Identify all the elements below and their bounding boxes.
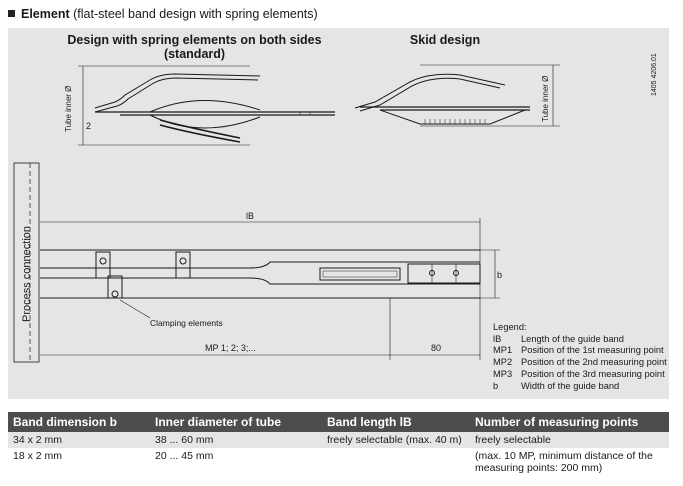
title-skid-design: Skid design: [409, 33, 481, 47]
title-spring-design: Design with spring elements on both side…: [67, 33, 322, 61]
table-row: 34 x 2 mm 38 ... 60 mm freely selectable…: [8, 432, 669, 448]
specification-table: Band dimension b Inner diameter of tube …: [8, 412, 669, 476]
length-lb-label: lB: [246, 211, 255, 221]
tube-inner-label-right: Tube inner Ø: [541, 75, 550, 122]
table-row: 18 x 2 mm 20 ... 45 mm (max. 10 MP, mini…: [8, 448, 669, 476]
table-header-row: Band dimension b Inner diameter of tube …: [8, 412, 669, 432]
header-measuring-points: Number of measuring points: [470, 412, 669, 432]
drawing-panel: [8, 28, 669, 399]
doc-number: 1405 4206.01: [651, 53, 658, 96]
clamping-elements-label: Clamping elements: [150, 318, 223, 328]
heading-bold: Element: [21, 7, 70, 21]
heading-subtitle: (flat-steel band design with spring elem…: [73, 7, 318, 21]
spring-design-drawing: [78, 65, 335, 146]
dim-80-label: 80: [431, 343, 442, 353]
band-drawing: [13, 162, 500, 363]
header-inner-diameter: Inner diameter of tube: [150, 412, 322, 432]
legend-title: Legend:: [493, 322, 527, 332]
skid-design-drawing: [354, 64, 560, 127]
process-connection-label: Process connection: [21, 226, 33, 322]
tube-inner-label-left: Tube inner Ø: [64, 85, 73, 132]
band-width-b-label: b: [497, 270, 503, 280]
section-heading: Element (flat-steel band design with spr…: [8, 7, 318, 21]
header-band-length: Band length lB: [322, 412, 470, 432]
header-band-dimension: Band dimension b: [8, 412, 150, 432]
mp-positions-label: MP 1; 2; 3;...: [205, 343, 256, 353]
bullet-square-icon: [8, 10, 15, 17]
dim-2-label: 2: [86, 121, 92, 131]
